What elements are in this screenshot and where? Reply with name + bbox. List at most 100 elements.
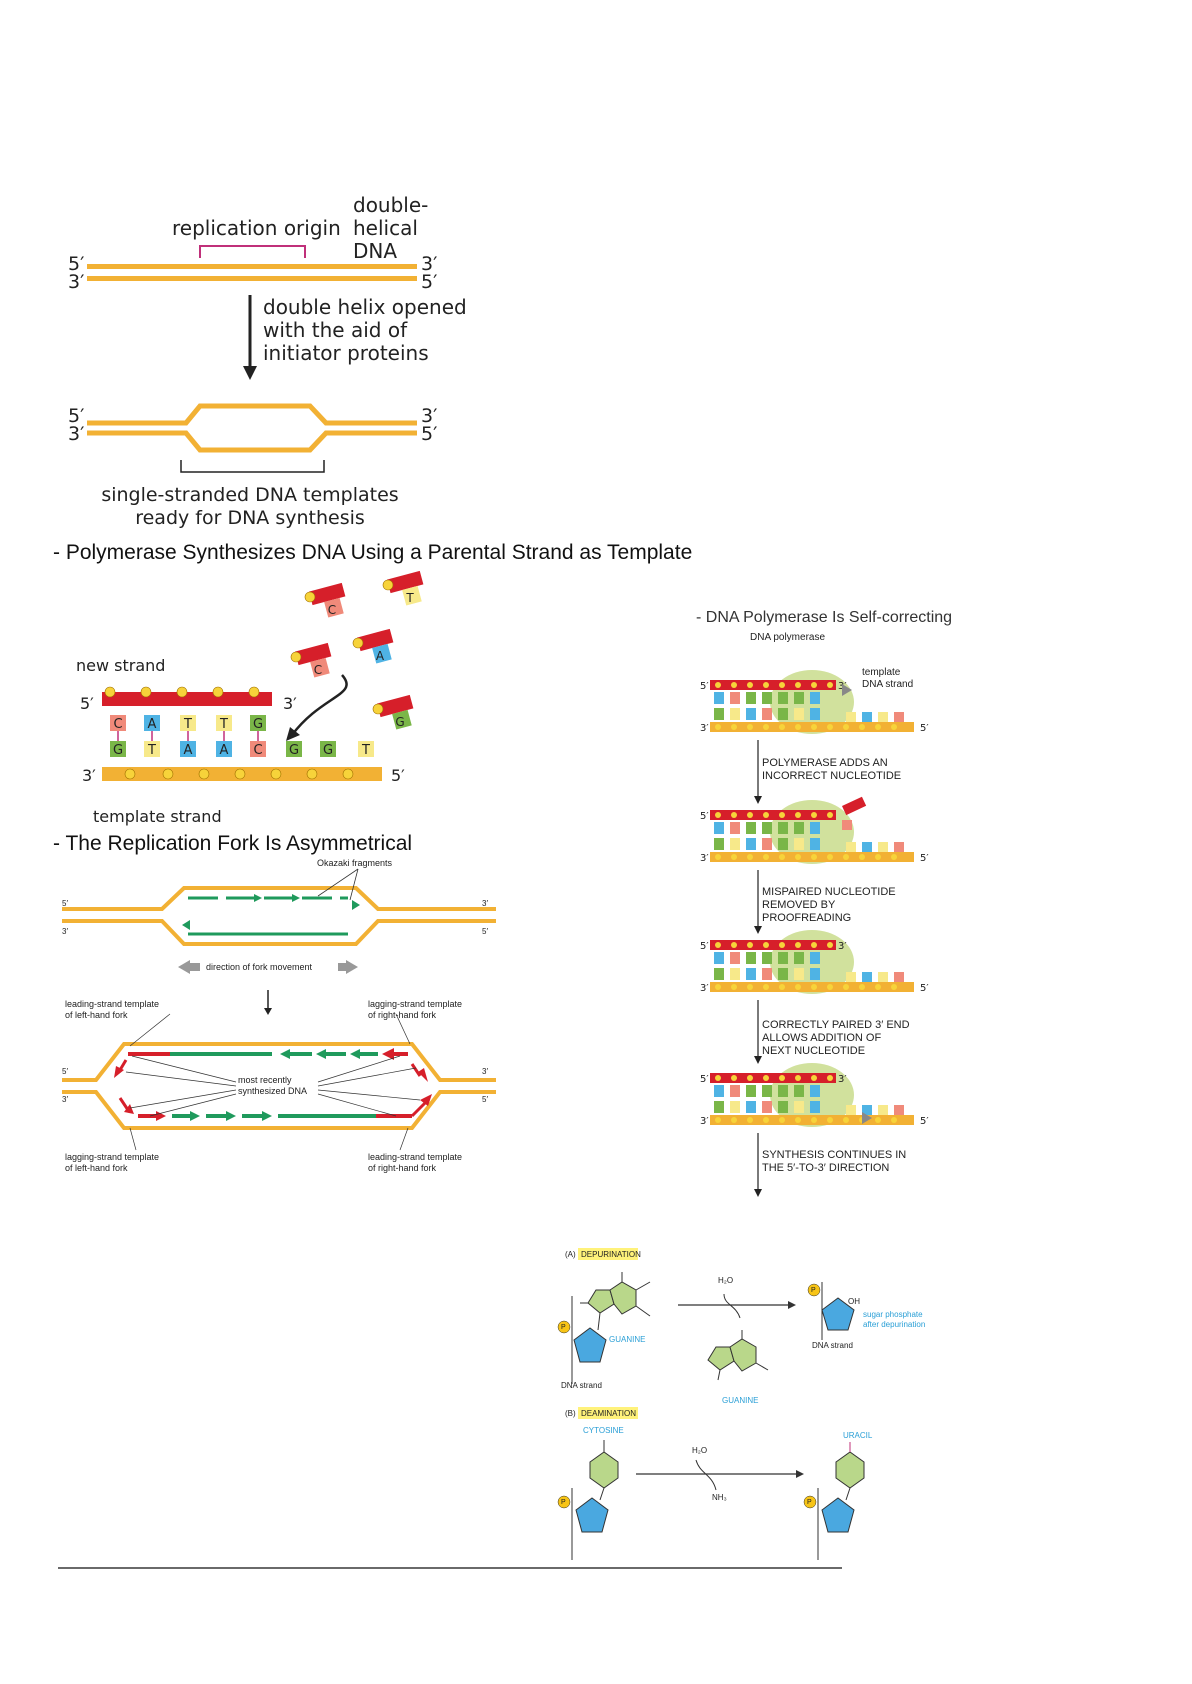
sugar-b2 <box>821 1497 855 1533</box>
sc-joint-bot-2-5 <box>795 984 801 990</box>
template-bracket <box>180 460 325 473</box>
sc-joint-top-3-0 <box>715 1075 721 1081</box>
lag-right-pointer <box>395 1013 411 1045</box>
guanine-molecule-free <box>707 1330 769 1381</box>
sc-joint-top-3-6 <box>811 1075 817 1081</box>
nh3-label: NH₃ <box>712 1493 727 1502</box>
lag-left-line-2: of left-hand fork <box>65 1163 128 1173</box>
recent-pointer-3 <box>129 1089 237 1109</box>
sc-end5-top-2: 5′ <box>700 941 709 952</box>
sc-joint-bot-2-7 <box>827 984 833 990</box>
sc-joint-top-2-0 <box>715 942 721 948</box>
sc-pair-bot-3-0 <box>714 1101 724 1113</box>
bottom-base-0 <box>110 741 126 757</box>
step-2-line-3: PROOFREADING <box>762 912 852 924</box>
free-nucleotide-label-3: A <box>376 649 385 663</box>
sc-joint-bot-3-6 <box>811 1117 817 1123</box>
fork2-outer-top <box>62 1042 496 1082</box>
recent-pointer-1 <box>131 1055 237 1083</box>
fork-down-head <box>264 1008 272 1015</box>
sc-joint-top-3-5 <box>795 1075 801 1081</box>
templates-line-2: ready for DNA synthesis <box>135 507 365 529</box>
free-nucleotide-label-0: C <box>328 603 336 617</box>
top-base-0 <box>110 715 126 731</box>
sc-joint-bot-2-11 <box>891 984 897 990</box>
sc-joint-top-3-1 <box>731 1075 737 1081</box>
sc-joint-bot-3-5 <box>795 1117 801 1123</box>
sc-joint-bot-2-2 <box>747 984 753 990</box>
sc-joint-top-1-6 <box>811 812 817 818</box>
fork2-end5-left: 5′ <box>62 1067 68 1076</box>
sc-joint-bot-2-3 <box>763 984 769 990</box>
sc-joint-top-2-4 <box>779 942 785 948</box>
sc-free-base-0-1 <box>862 712 872 722</box>
guanine-free-label: GUANINE <box>722 1396 759 1405</box>
sc-joint-bot-3-7 <box>827 1117 833 1123</box>
lag-right-label: lagging-strand template of right-hand fo… <box>368 999 462 1021</box>
mispaired-sugar <box>842 796 867 816</box>
open-arrow-line-3: initiator proteins <box>263 341 429 365</box>
sc-pair-top-2-1 <box>730 952 740 964</box>
sc-joint-top-0-4 <box>779 682 785 688</box>
selfcorrect-svg: 5′3′5′3′5′3′5′5′3′5′3′5′3′5′3′ <box>700 670 929 1197</box>
sc-joint-bot-3-10 <box>875 1117 881 1123</box>
sc-free-base-3-3 <box>894 1105 904 1115</box>
fork2-red-b-right-up-head <box>420 1094 432 1106</box>
uracil-label: URACIL <box>843 1431 873 1440</box>
sc-joint-bot-0-8 <box>843 724 849 730</box>
sc-pair-top-0-6 <box>810 692 820 704</box>
b-label: (B) <box>565 1409 576 1418</box>
p-b: P <box>561 1499 566 1506</box>
fork2-red-leftfork-up <box>118 1059 128 1071</box>
step-3-line-2: ALLOWS ADDITION OF <box>762 1032 882 1044</box>
recent-line-2: synthesized DNA <box>238 1086 308 1096</box>
sc-pair-top-1-2 <box>746 822 756 834</box>
double-helical-line-1: double- <box>353 193 429 217</box>
sc-joint-bot-0-11 <box>891 724 897 730</box>
free-nucleotide-sugar-0 <box>308 582 346 606</box>
sc-joint-bot-1-8 <box>843 854 849 860</box>
new-strand-joint-0 <box>104 686 116 698</box>
free-nucleotide-label-2: C <box>314 663 322 677</box>
fork1-end5-left: 5′ <box>62 899 68 908</box>
deamination-arrow-head <box>796 1470 804 1478</box>
sc-pair-top-2-6 <box>810 952 820 964</box>
step-4-line-1: SYNTHESIS CONTINUES IN <box>762 1149 907 1161</box>
lag-left-pointer <box>129 1127 137 1151</box>
h2o-b: H₂O <box>692 1446 708 1455</box>
recent-label: most recently synthesized DNA <box>238 1075 307 1097</box>
sc-joint-bot-1-3 <box>763 854 769 860</box>
sc-pair-top-2-0 <box>714 952 724 964</box>
free-nucleotide-base-0 <box>324 597 344 618</box>
sc-pair-top-3-5 <box>794 1085 804 1097</box>
sc-step-arrow-head-3 <box>754 1189 762 1197</box>
lag-left-label: lagging-strand template of left-hand for… <box>65 1152 159 1174</box>
sc-joint-bot-1-1 <box>731 854 737 860</box>
free-nucleotide-label-1: T <box>405 591 414 605</box>
fork2-red-bottom-left <box>118 1097 130 1111</box>
lead-right-label: leading-strand template of right-hand fo… <box>368 1152 462 1174</box>
dna-strand-a-label: DNA strand <box>561 1381 602 1390</box>
free-nucleotide-base-2 <box>310 657 330 678</box>
cytosine-label: CYTOSINE <box>583 1426 624 1435</box>
top-base-label-0: C <box>113 717 122 732</box>
sc-pair-top-3-2 <box>746 1085 756 1097</box>
step-2-text: MISPAIRED NUCLEOTIDE REMOVED BY PROOFREA… <box>762 886 896 925</box>
sc-pair-top-1-5 <box>794 822 804 834</box>
sc-joint-top-0-3 <box>763 682 769 688</box>
sc-pair-bot-1-2 <box>746 838 756 850</box>
sc-pair-bot-1-4 <box>778 838 788 850</box>
lead-left-line-2: of left-hand fork <box>65 1010 128 1020</box>
sugar-phosphate-line-1: sugar phosphate <box>863 1310 923 1319</box>
phosphate-b <box>557 1495 571 1509</box>
step-3-line-1: CORRECTLY PAIRED 3′ END <box>762 1019 910 1031</box>
direction-right-arrow <box>338 960 358 974</box>
sc-end3-bot-2: 3′ <box>700 983 709 994</box>
poly-end-3-top: 3′ <box>283 694 297 713</box>
sc-pair-bot-1-5 <box>794 838 804 850</box>
top-base-label-4: G <box>253 717 263 732</box>
sc-step-arrow-head-1 <box>754 926 762 934</box>
bottom-base-label-4: C <box>253 743 262 758</box>
sc-joint-bot-0-0 <box>715 724 721 730</box>
